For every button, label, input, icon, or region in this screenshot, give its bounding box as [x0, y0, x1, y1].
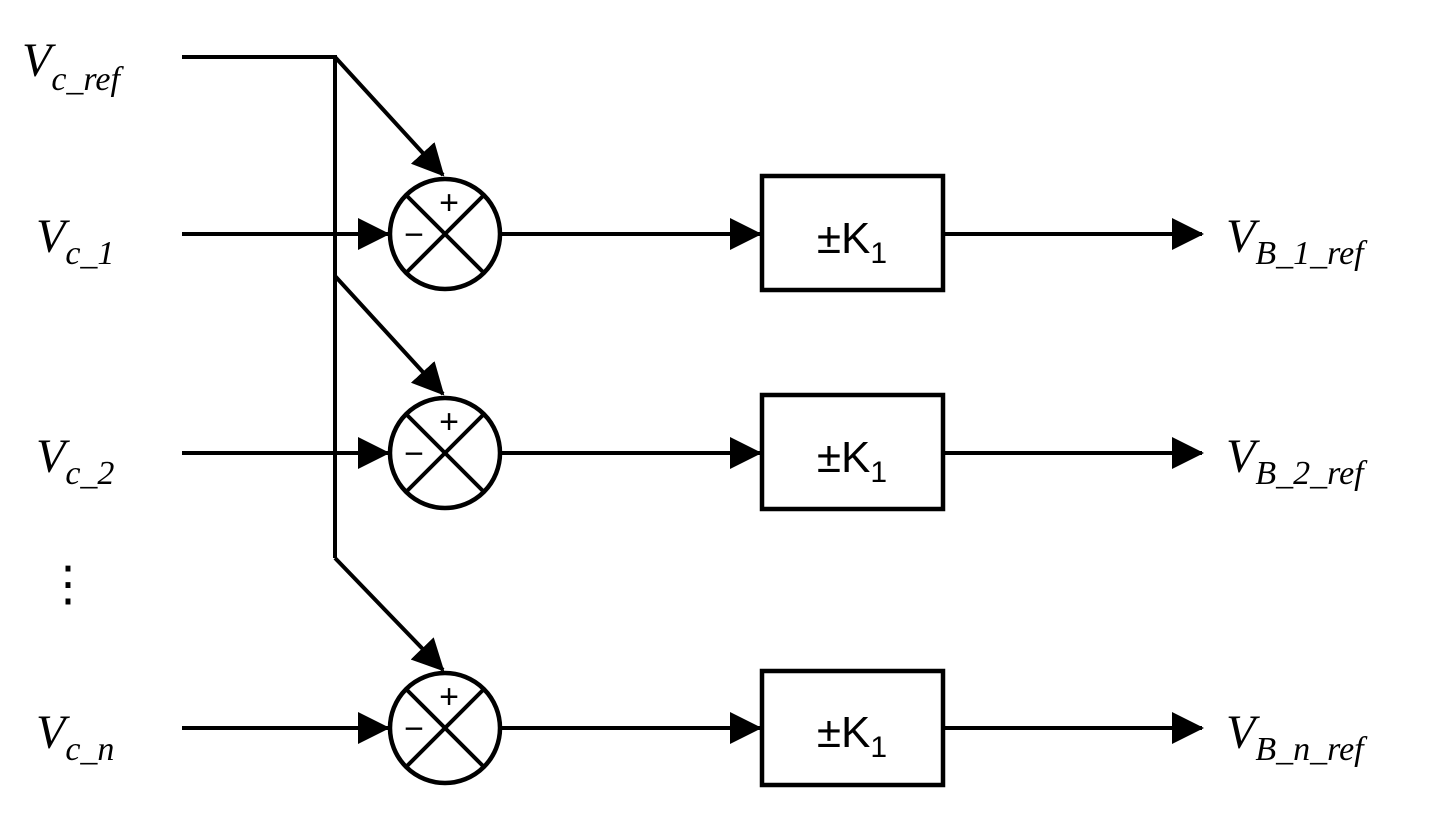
vertical-ellipsis: ⋮ [44, 558, 92, 611]
plus-sign: + [439, 678, 459, 716]
vb-2-ref-label: VB_2_ref [1226, 430, 1368, 492]
vc-ref-label: Vc_ref [22, 34, 124, 98]
gain-block-n [759, 668, 946, 788]
vc-1-label: Vc_1 [36, 210, 114, 272]
minus-sign: − [404, 710, 424, 748]
ref-branch-2 [333, 274, 445, 396]
ref-branch-1 [333, 55, 445, 177]
gain-block-1-label: ±K1 [817, 214, 887, 270]
vb-1-ref-label: VB_1_ref [1226, 210, 1368, 272]
summing-junction-1: + − [387, 176, 503, 292]
plus-sign: + [439, 403, 459, 441]
ref-branch-n [333, 556, 445, 672]
vc-2-label: Vc_2 [36, 430, 114, 492]
minus-sign: − [404, 216, 424, 254]
plus-sign: + [439, 184, 459, 222]
gain-block-2 [759, 392, 946, 512]
summing-junction-n: + − [387, 670, 503, 786]
reference-bus-wire [182, 55, 337, 558]
vc-n-label: Vc_n [36, 706, 114, 768]
minus-sign: − [404, 435, 424, 473]
gain-block-n-label: ±K1 [817, 708, 887, 764]
vb-n-ref-label: VB_n_ref [1226, 706, 1368, 768]
gain-block-2-label: ±K1 [817, 433, 887, 489]
summing-junction-2: + − [387, 395, 503, 511]
gain-block-1 [759, 173, 946, 293]
